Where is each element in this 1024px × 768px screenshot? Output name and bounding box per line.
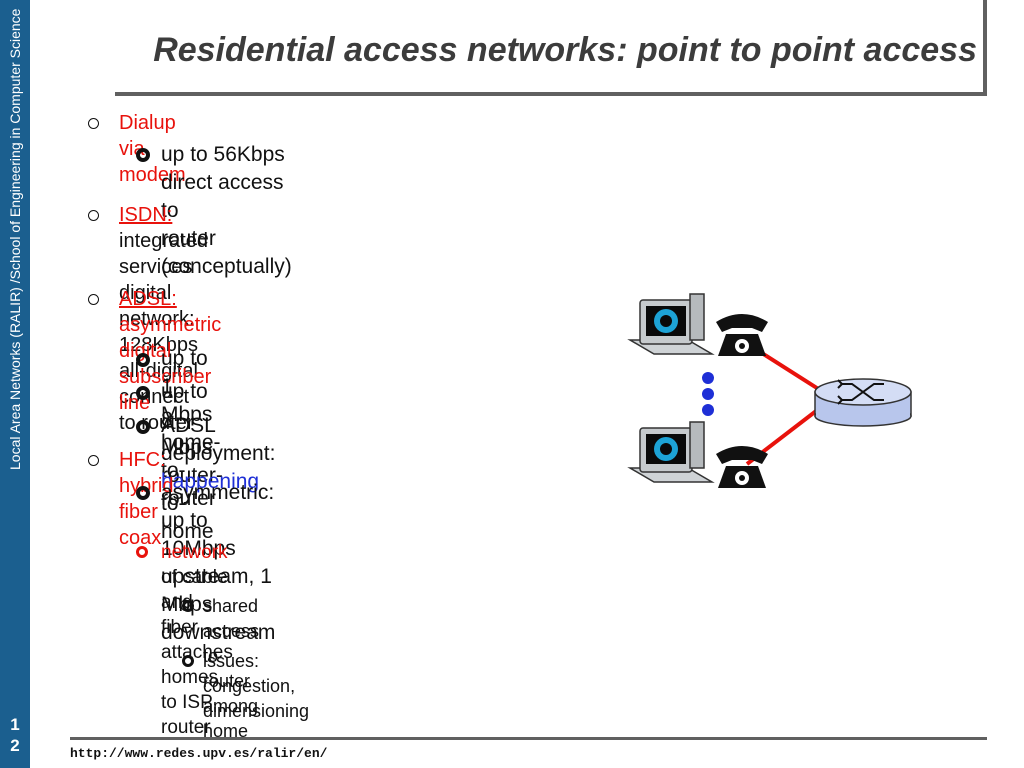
bullet-hfc-sub-2: network of cable and fiber attaches home… (161, 542, 233, 738)
bullet-ring-icon (136, 386, 150, 400)
bullet-isdn: ISDN: integrated services digital networ… (119, 204, 208, 434)
router-icon (814, 378, 912, 427)
bullet-adsl-sub-2: up to 8 Mbps router-to-home (161, 380, 223, 543)
hfc-network: network (161, 542, 228, 563)
adsl-label: ADSL: (119, 288, 177, 310)
bullet-adsl-sub-3: ADSL deployment: happening (161, 414, 276, 493)
ellipsis-dots-icon (702, 372, 714, 416)
bullet-dialup-sub: up to 56Kbps direct access to router (co… (161, 143, 292, 278)
bullet-hfc-sub-3: shared access to router among home (203, 596, 260, 741)
bullet-hollow-icon (88, 210, 99, 221)
bullet-hfc-sub-4: issues: congestion, dimensioning (203, 651, 310, 721)
bullet-ring-small-icon (182, 655, 194, 667)
isdn-label: ISDN: (119, 204, 173, 226)
telephone-icon (716, 446, 768, 488)
computer-icon (627, 293, 715, 355)
bullet-adsl-sub-1: up to 1 Mbps home-to-router (161, 347, 221, 510)
footer-divider (70, 737, 987, 740)
slide-title: Residential access networks: point to po… (153, 31, 977, 69)
slide-number-digit-1: 1 (10, 715, 20, 734)
bullet-hollow-icon (88, 118, 99, 129)
bullet-ring-icon (136, 420, 150, 434)
bullet-hollow-icon (88, 455, 99, 466)
adsl-happening: happening (161, 470, 260, 493)
sidebar: Local Area Networks (RALIR) /School of E… (0, 0, 30, 768)
bullet-ring-icon (136, 353, 150, 367)
footer-url: http://www.redes.upv.es/ralir/en/ (70, 746, 328, 761)
slide-number-digit-2: 2 (10, 736, 20, 755)
title-frame: Residential access networks: point to po… (115, 0, 987, 96)
slide-number: 1 2 (0, 714, 30, 756)
bullet-hollow-icon (88, 294, 99, 305)
access-network-diagram (627, 293, 912, 488)
bullet-ring-small-icon (182, 600, 194, 612)
telephone-icon (716, 314, 768, 356)
sidebar-caption: Local Area Networks (RALIR) /School of E… (7, 8, 23, 470)
bullet-hfc-sub-1: asymmetric: up to 10Mbps upstream, 1 Mbp… (161, 481, 276, 644)
bullet-ring-icon (136, 486, 150, 500)
bullet-ring-icon (136, 148, 150, 162)
computer-icon (627, 421, 715, 483)
bullet-ring-red-icon (136, 546, 148, 558)
